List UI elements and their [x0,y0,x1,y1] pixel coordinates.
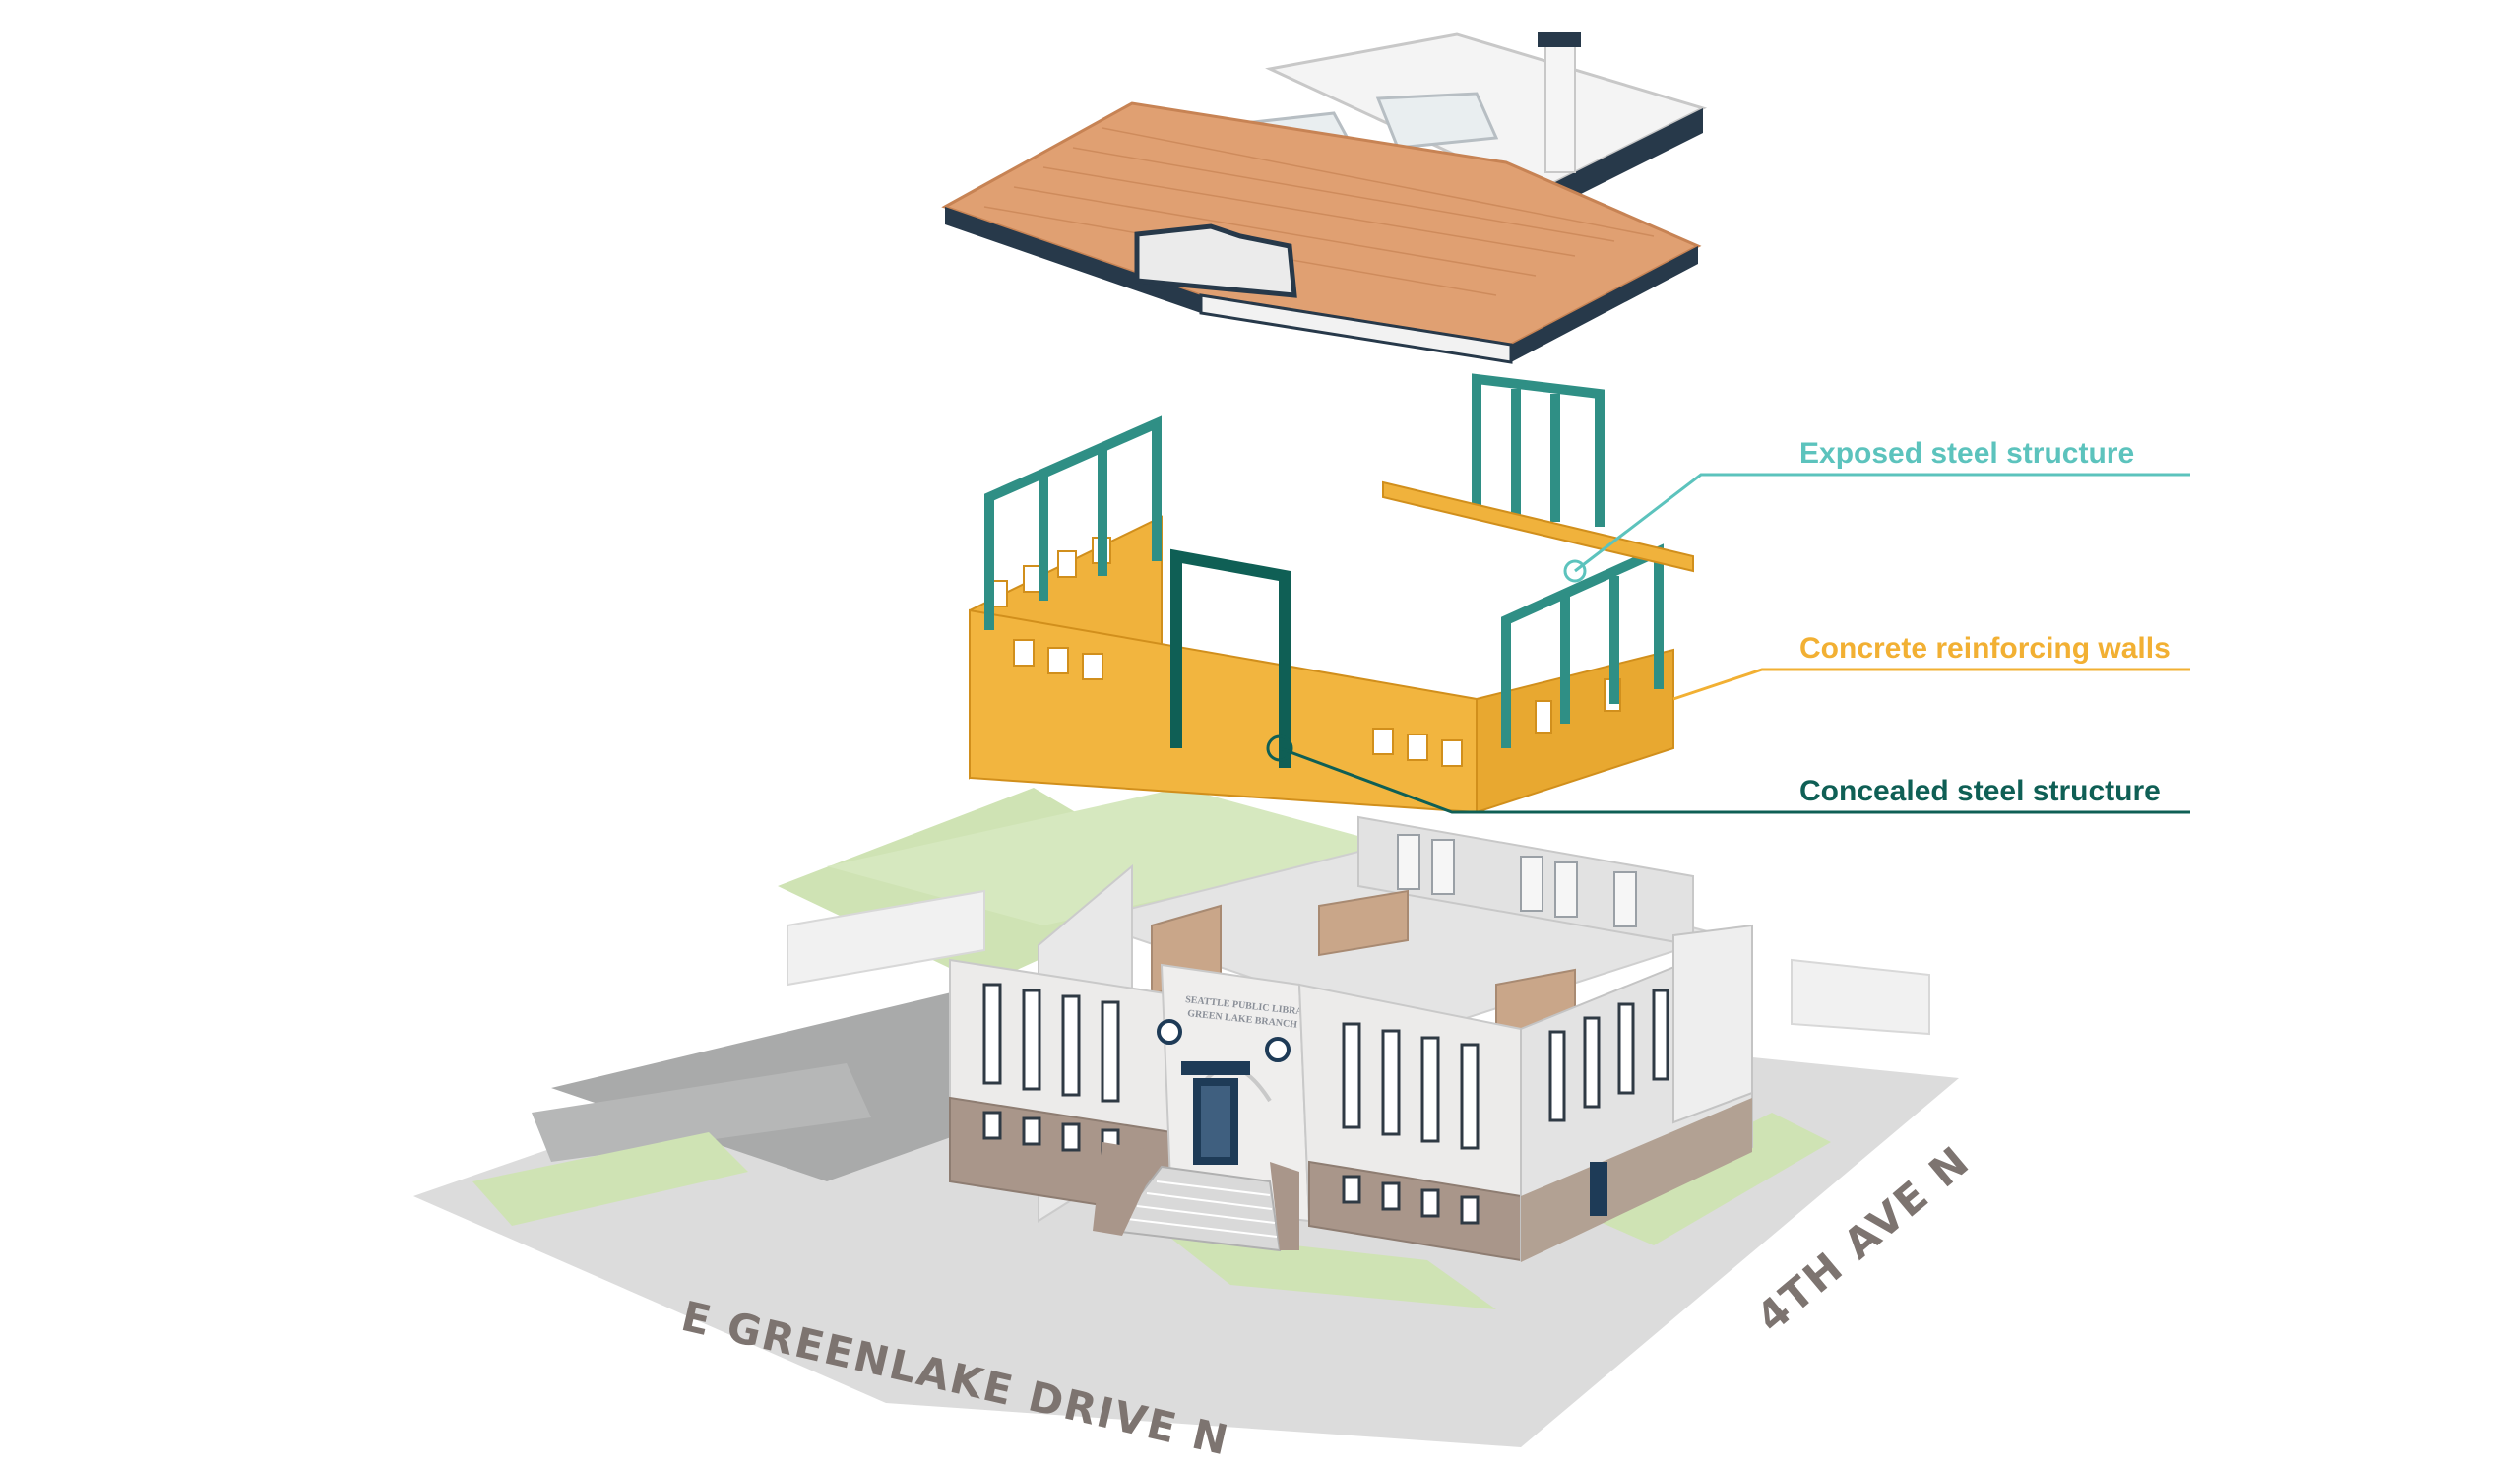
callout-exposed-label: Exposed steel structure [1799,437,2134,470]
chimney-cap [1538,32,1581,47]
base-stone-east-side [1521,1098,1752,1262]
callout-concrete-leader [1672,668,2190,701]
stair-cheek-left [1093,1142,1162,1236]
concrete-beam [1382,480,1694,573]
callout-concealed-label: Concealed steel structure [1799,775,2161,807]
tall-windows-east [1342,1022,1480,1150]
round-window-right [1265,1037,1291,1062]
exposed-steel-west [984,415,1162,630]
concrete-openings [988,537,1621,767]
chimney [1544,43,1576,173]
base-windows-east [1342,1175,1480,1225]
stair-treads [1126,1180,1278,1238]
rear-windows [1397,834,1637,927]
callout-exposed-leader [1574,473,2190,573]
roof-fascia-east [1511,246,1698,362]
roof-fascia-front [945,207,1201,313]
callout-exposed: Exposed steel structure [1563,437,2190,583]
callout-exposed-marker [1563,559,1587,583]
exposed-steel-east [1501,543,1664,748]
driveway [532,1063,871,1162]
entry-canopy [1181,1061,1250,1075]
round-window-left [1157,1019,1182,1045]
exposed-steel-north [1472,373,1605,527]
roof-layer [941,32,1708,364]
rear-annex [1672,924,1753,1124]
brick-partition-center [1318,889,1409,957]
concrete-wall-south [969,608,1478,814]
boundary-wall-east [1791,958,1930,1036]
callout-concrete: Concrete reinforcing walls [1672,632,2190,701]
tall-windows-west [982,983,1120,1103]
side-windows [1548,989,1670,1122]
structural-layer [969,373,1694,814]
stair-cheek-right [1270,1162,1299,1250]
rear-roof-edge [1536,108,1703,217]
lawn-east [1575,1113,1831,1245]
concrete-wall-east [1476,648,1674,814]
side-door [1590,1162,1607,1216]
entry-door-glass [1201,1086,1230,1157]
lawn-south [1162,1231,1496,1309]
callout-concealed-marker [1266,734,1293,762]
callout-concealed-leader [1279,746,2190,814]
callout-concrete-label: Concrete reinforcing walls [1799,632,2171,665]
concealed-steel-portal [1170,548,1291,768]
boundary-wall-west [787,889,985,987]
library-building: SEATTLE PUBLIC LIBRARY GREEN LAKE BRANCH [949,815,1753,1262]
lawn-southwest [472,1132,748,1226]
callout-concealed: Concealed steel structure [1266,734,2190,814]
parapet-gable [1134,223,1297,298]
lawn-north [827,788,1398,925]
skylight-rear [1375,92,1499,150]
